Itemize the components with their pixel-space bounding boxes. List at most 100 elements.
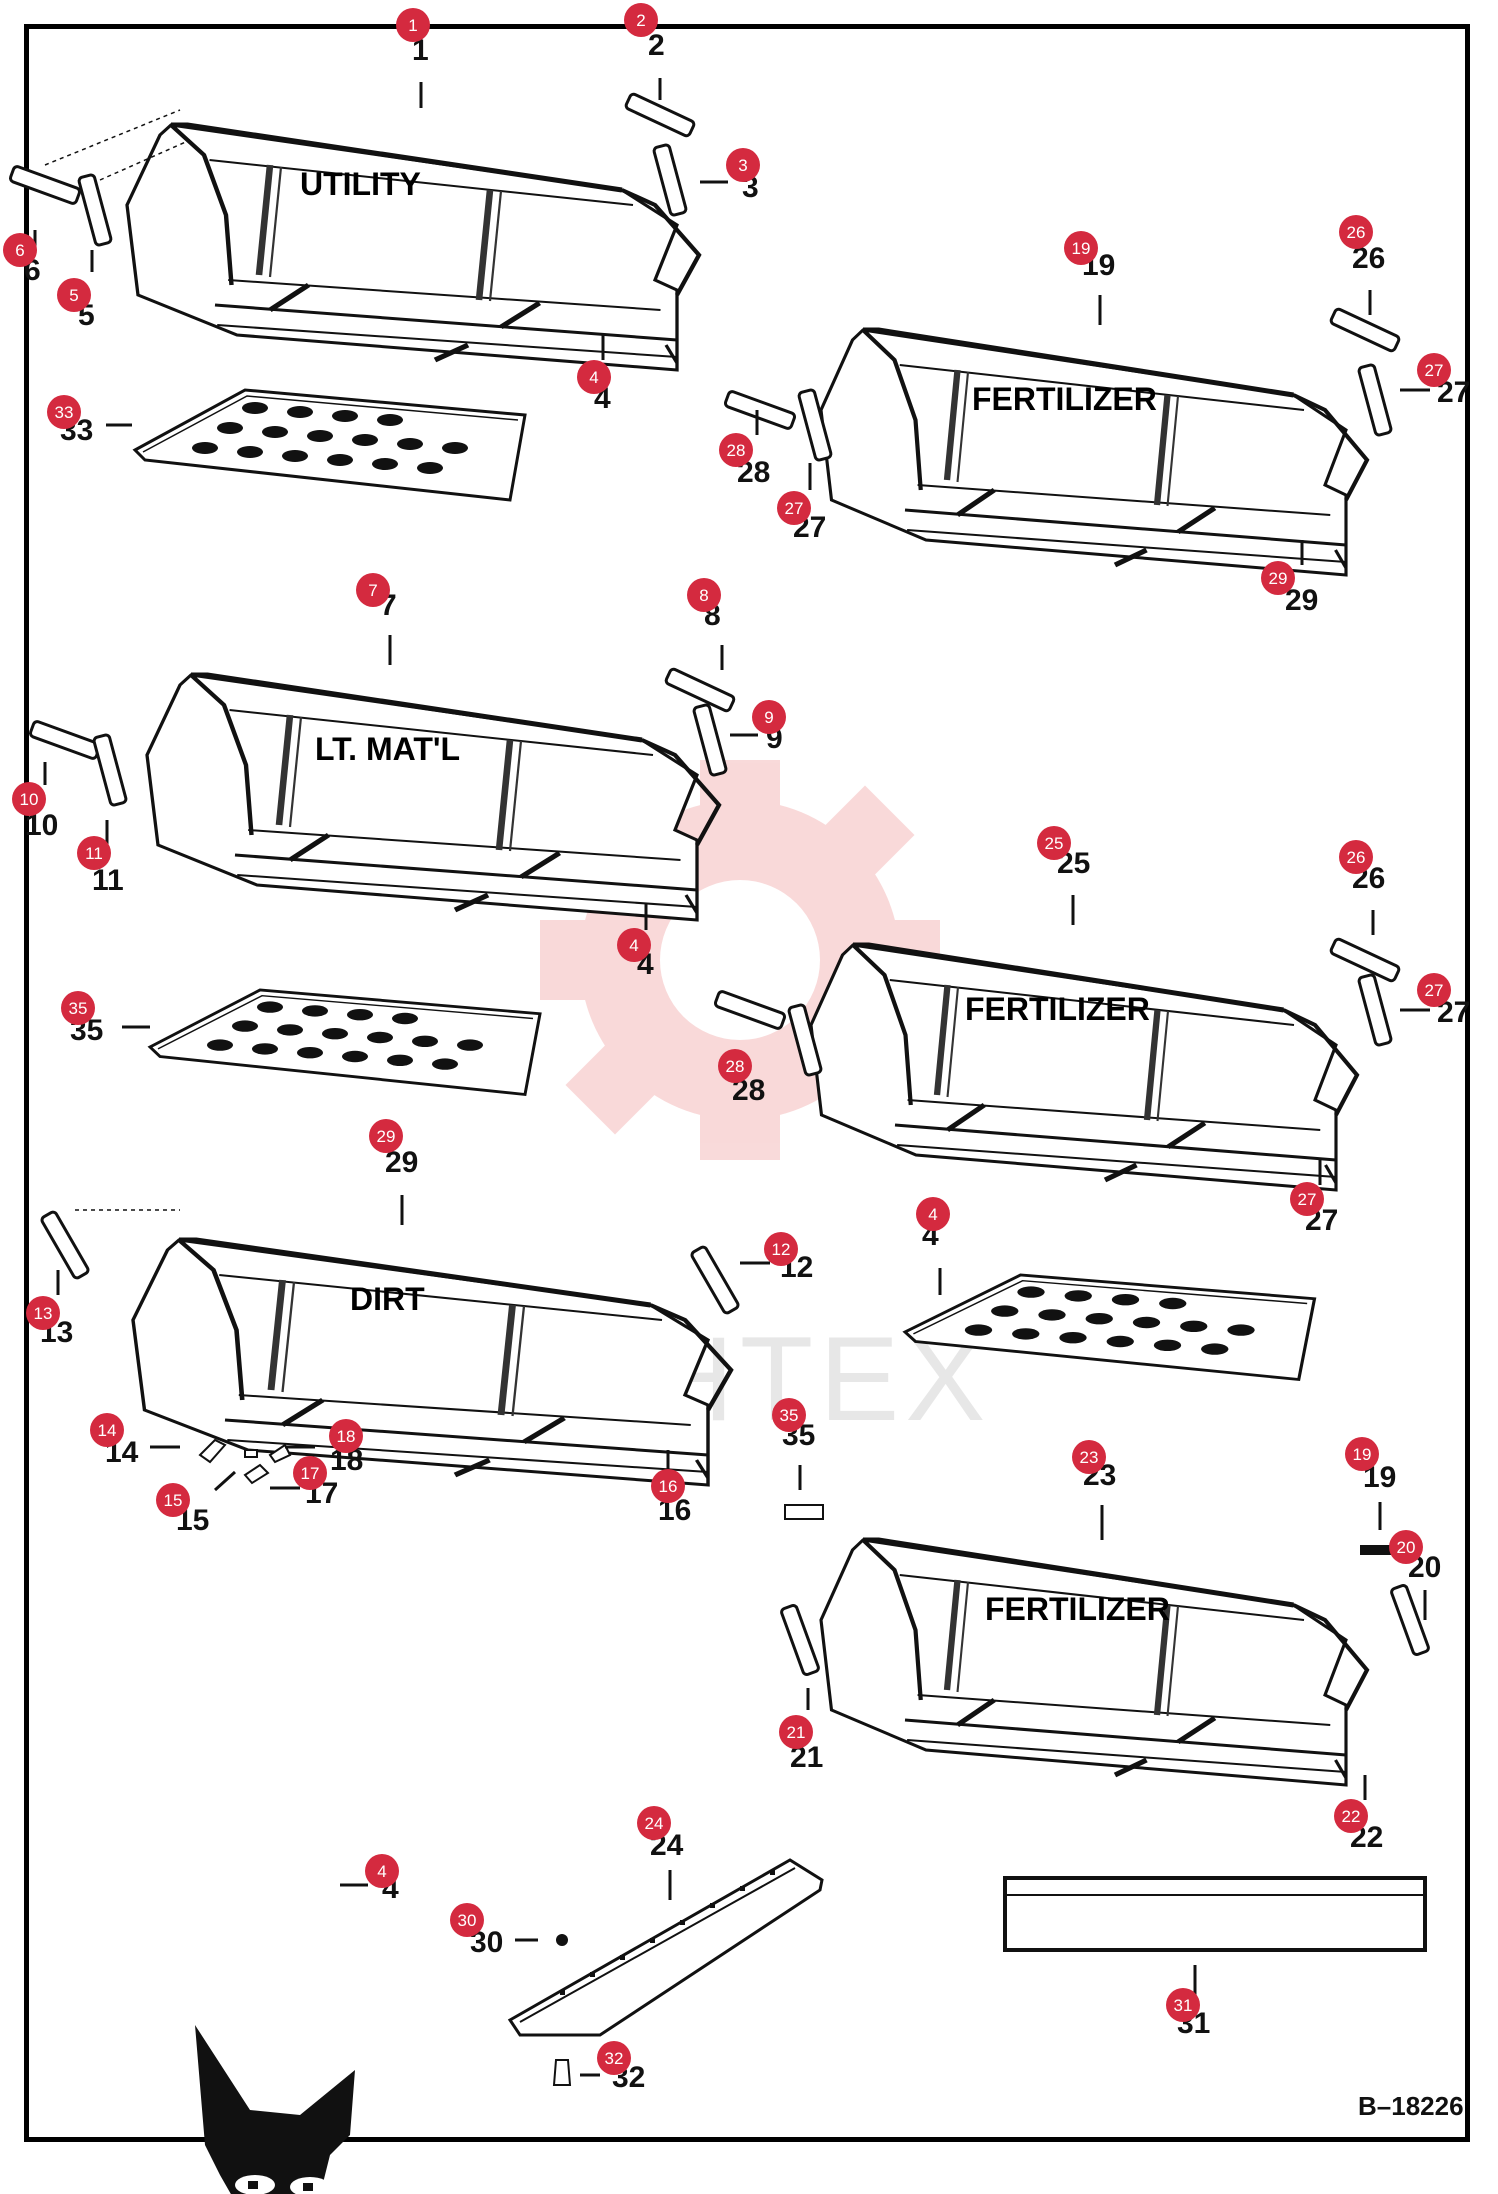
svg-text:3: 3 xyxy=(738,156,747,175)
floor-plate-33 xyxy=(133,388,527,502)
floor-plate-35a xyxy=(148,988,542,1096)
svg-text:21: 21 xyxy=(787,1723,806,1742)
callout-badge: 4 xyxy=(916,1197,950,1231)
svg-text:14: 14 xyxy=(98,1421,117,1440)
svg-text:15: 15 xyxy=(164,1491,183,1510)
bucket-fertilizer-2: FERTILIZER xyxy=(712,936,1402,1190)
callout-badge: 11 xyxy=(77,836,111,870)
bobcat-logo-icon xyxy=(195,2025,355,2194)
svg-text:23: 23 xyxy=(1080,1448,1099,1467)
callout-badge: 12 xyxy=(764,1232,798,1266)
callout-badge: 35 xyxy=(772,1398,806,1432)
svg-text:31: 31 xyxy=(1174,1996,1193,2015)
callout-badge: 27 xyxy=(1417,353,1451,387)
bucket-label-fertilizer-3: FERTILIZER xyxy=(985,1591,1170,1627)
svg-text:27: 27 xyxy=(1425,361,1444,380)
svg-text:4: 4 xyxy=(629,936,638,955)
svg-text:18: 18 xyxy=(337,1427,356,1446)
callout-badge: 32 xyxy=(597,2041,631,2075)
callout-badge: 31 xyxy=(1166,1988,1200,2022)
svg-text:4: 4 xyxy=(589,368,598,387)
callout-badge: 27 xyxy=(777,491,811,525)
item-label: 1 xyxy=(412,34,429,67)
svg-text:32: 32 xyxy=(605,2049,624,2068)
svg-text:28: 28 xyxy=(727,441,746,460)
svg-text:17: 17 xyxy=(301,1464,320,1483)
item-label: 2 xyxy=(648,29,665,62)
callout-badge: 4 xyxy=(365,1854,399,1888)
svg-text:10: 10 xyxy=(20,790,39,809)
callout-badge: 7 xyxy=(356,573,390,607)
callout-badge: 33 xyxy=(47,395,81,429)
svg-text:11: 11 xyxy=(85,844,103,863)
shim-bar-34 xyxy=(1003,1876,1427,1952)
callout-badge: 10 xyxy=(12,782,46,816)
svg-text:29: 29 xyxy=(1269,569,1288,588)
svg-text:27: 27 xyxy=(1425,981,1444,1000)
bucket-utility: UTILITY xyxy=(7,91,699,370)
callout-badge: 19 xyxy=(1064,231,1098,265)
bucket-dirt: DIRT xyxy=(39,1209,741,1485)
hardware-cluster xyxy=(198,1438,292,1485)
callout-badge: 4 xyxy=(577,360,611,394)
svg-text:28: 28 xyxy=(726,1057,745,1076)
svg-text:19: 19 xyxy=(1072,239,1091,258)
svg-text:7: 7 xyxy=(368,581,377,600)
svg-text:29: 29 xyxy=(377,1127,396,1146)
callout-badge: 18 xyxy=(329,1419,363,1453)
svg-text:4: 4 xyxy=(928,1205,937,1224)
svg-text:4: 4 xyxy=(377,1862,386,1881)
callout-badge: 6 xyxy=(3,233,37,267)
svg-text:20: 20 xyxy=(1397,1538,1416,1557)
callout-badge: 14 xyxy=(90,1413,124,1447)
svg-text:30: 30 xyxy=(458,1911,477,1930)
callout-badge: 26 xyxy=(1339,215,1373,249)
svg-text:22: 22 xyxy=(1342,1807,1361,1826)
svg-text:27: 27 xyxy=(1298,1190,1317,1209)
callout-badge: 26 xyxy=(1339,840,1373,874)
callout-badge: 20 xyxy=(1389,1530,1423,1564)
svg-text:5: 5 xyxy=(69,286,78,305)
bucket-fertilizer-1: FERTILIZER xyxy=(722,306,1402,575)
callout-badge: 19 xyxy=(1345,1437,1379,1471)
svg-text:9: 9 xyxy=(764,708,773,727)
item-label: 29 xyxy=(1285,584,1318,617)
callout-badge: 3 xyxy=(726,148,760,182)
bucket-label-dirt: DIRT xyxy=(350,1281,425,1317)
callout-badge: 23 xyxy=(1072,1440,1106,1474)
svg-text:12: 12 xyxy=(772,1240,791,1259)
callout-badges: 1 2 3 4 5 6 33 19 26 27 28 27 29 7 8 9 1… xyxy=(3,3,1451,2075)
svg-text:26: 26 xyxy=(1347,848,1366,867)
callout-badge: 25 xyxy=(1037,826,1071,860)
callout-badge: 1 xyxy=(396,8,430,42)
svg-text:33: 33 xyxy=(55,403,74,422)
svg-text:1: 1 xyxy=(408,16,417,35)
svg-text:26: 26 xyxy=(1347,223,1366,242)
callout-badge: 27 xyxy=(1417,973,1451,1007)
callout-badge: 29 xyxy=(1261,561,1295,595)
svg-text:27: 27 xyxy=(785,499,804,518)
callout-badge: 27 xyxy=(1290,1182,1324,1216)
drawing-code: B–18226 xyxy=(1358,2091,1464,2121)
callout-badge: 28 xyxy=(718,1049,752,1083)
callout-badge: 22 xyxy=(1334,1799,1368,1833)
callout-badge: 28 xyxy=(719,433,753,467)
bucket-label-fertilizer-2: FERTILIZER xyxy=(965,991,1150,1027)
svg-text:16: 16 xyxy=(659,1477,678,1496)
svg-text:8: 8 xyxy=(699,586,708,605)
callout-badge: 8 xyxy=(687,578,721,612)
callout-badge: 2 xyxy=(624,3,658,37)
callout-badge: 24 xyxy=(637,1806,671,1840)
svg-text:2: 2 xyxy=(636,11,645,30)
callout-badge: 21 xyxy=(779,1715,813,1749)
bucket-lt-matl: LT. MAT'L xyxy=(27,666,737,920)
callout-badge: 16 xyxy=(651,1469,685,1503)
bucket-fertilizer-3: FERTILIZER xyxy=(779,1504,1431,1785)
callout-badge: 4 xyxy=(617,928,651,962)
callout-badge: 35 xyxy=(61,991,95,1025)
bucket-label-fertilizer-1: FERTILIZER xyxy=(972,381,1157,417)
bucket-label-lt-matl: LT. MAT'L xyxy=(315,731,460,767)
svg-text:6: 6 xyxy=(15,241,24,260)
